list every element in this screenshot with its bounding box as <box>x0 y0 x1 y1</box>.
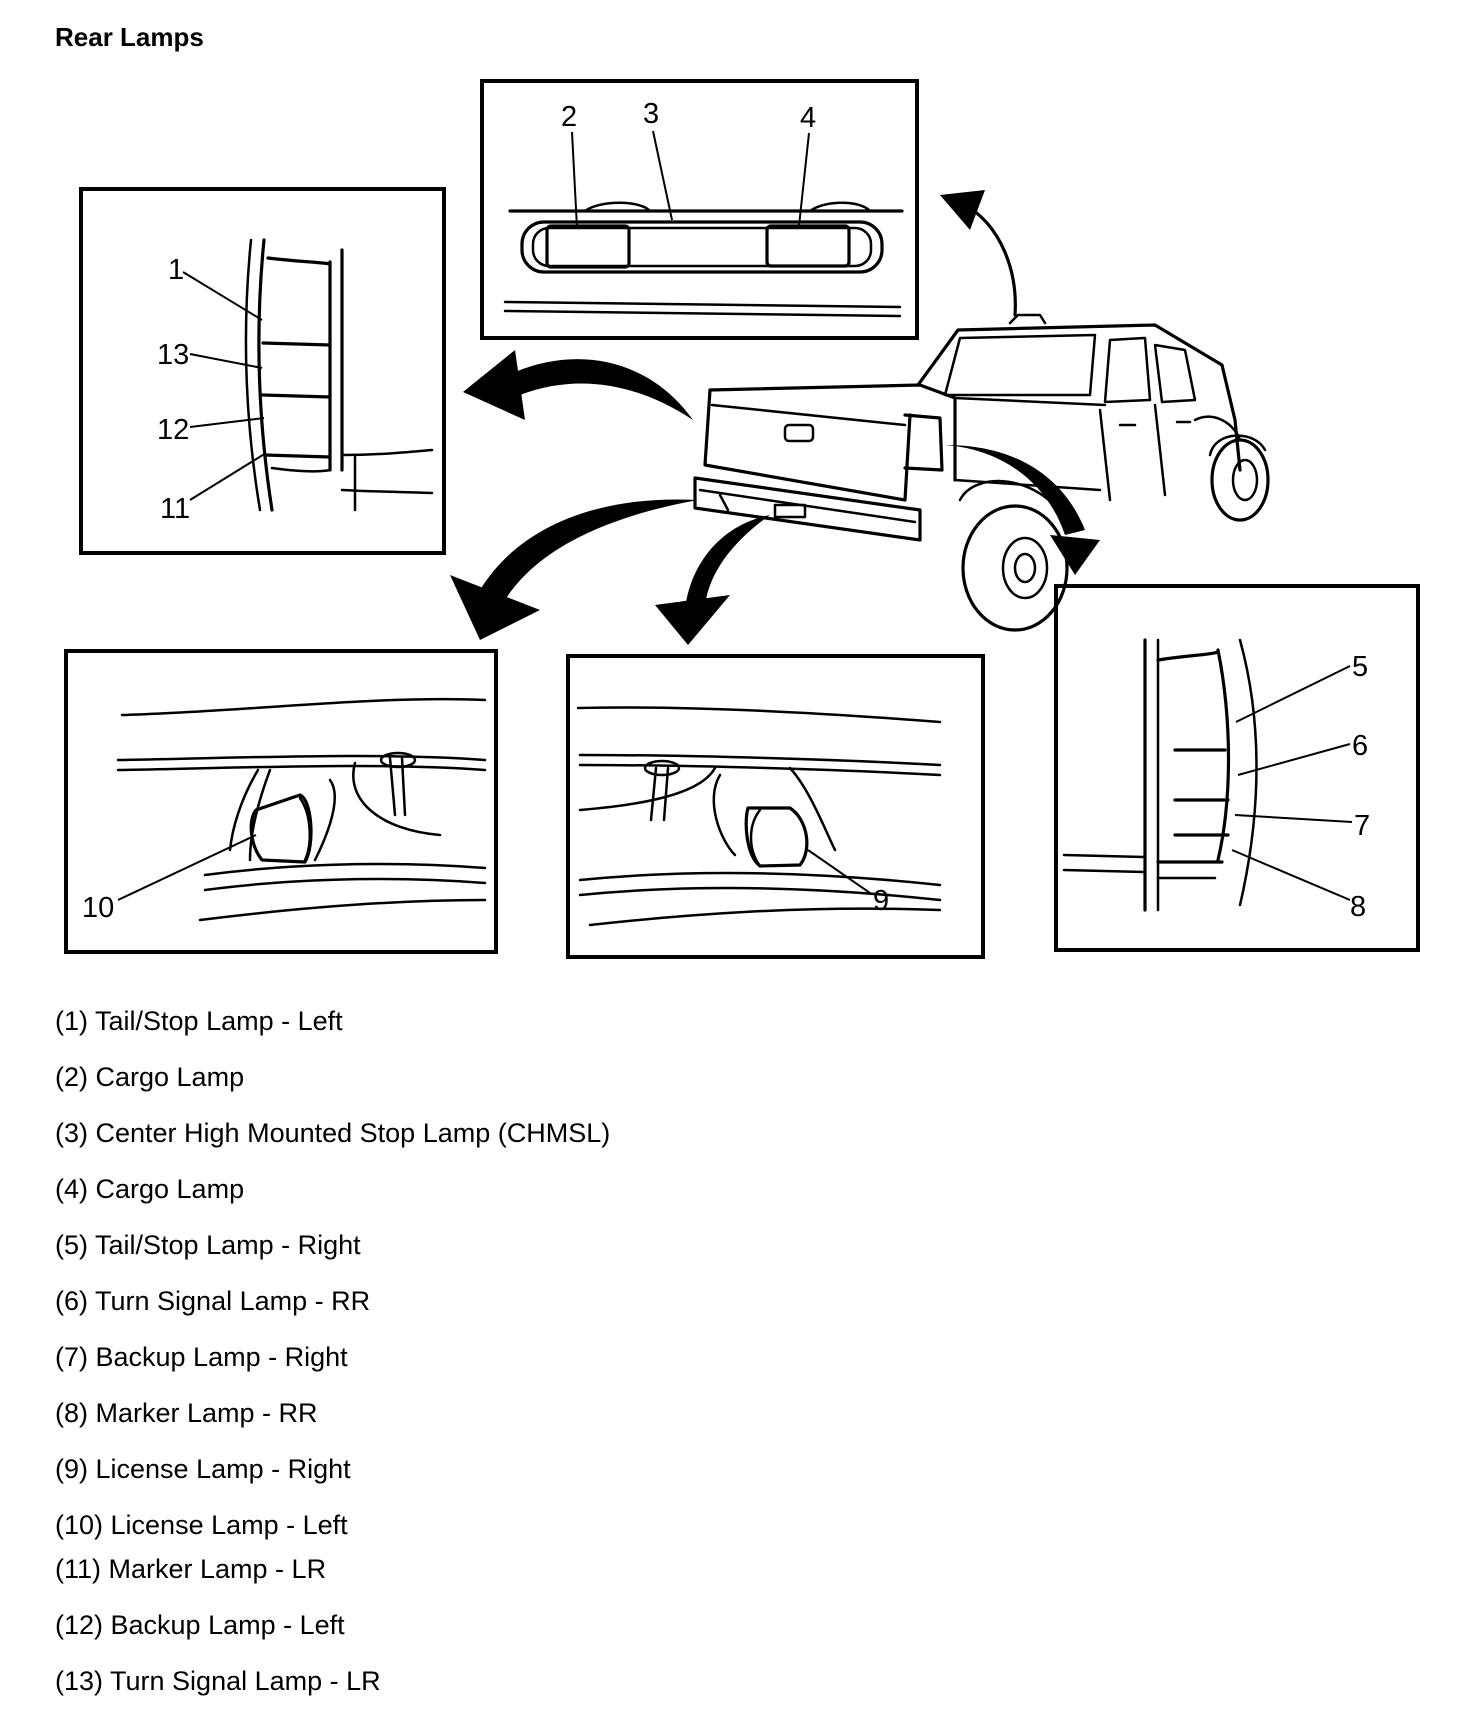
legend-item: (5) Tail/Stop Lamp - Right <box>55 1230 361 1260</box>
legend-item: (13) Turn Signal Lamp - LR <box>55 1666 381 1696</box>
legend-item: (8) Marker Lamp - RR <box>55 1398 318 1428</box>
right-tail-lamp-detail <box>1054 584 1420 952</box>
legend-item: (1) Tail/Stop Lamp - Left <box>55 1006 343 1036</box>
callout-2: 2 <box>561 101 577 133</box>
callout-5: 5 <box>1352 651 1368 683</box>
callout-8: 8 <box>1350 891 1366 923</box>
chmsl-cargo-lamp-detail <box>480 79 919 340</box>
pointer-arrows <box>450 190 1100 645</box>
license-lamp-left-detail <box>64 649 498 954</box>
license-lamp-right-detail <box>566 654 985 959</box>
legend-item: (12) Backup Lamp - Left <box>55 1610 345 1640</box>
callout-numbers: 1 2 3 4 5 6 7 8 9 10 11 12 13 <box>82 98 1370 924</box>
legend-item: (4) Cargo Lamp <box>55 1174 245 1204</box>
legend-item: (9) License Lamp - Right <box>55 1454 351 1484</box>
legend-item: (2) Cargo Lamp <box>55 1062 245 1092</box>
callout-1: 1 <box>168 254 184 286</box>
callout-9: 9 <box>873 885 889 917</box>
callout-7: 7 <box>1354 810 1370 842</box>
callout-11: 11 <box>160 493 190 525</box>
callout-12: 12 <box>157 414 189 446</box>
legend-item: (7) Backup Lamp - Right <box>55 1342 348 1372</box>
page-title: Rear Lamps <box>55 22 204 52</box>
lamp-legend-list: (1) Tail/Stop Lamp - Left (2) Cargo Lamp… <box>55 1006 610 1696</box>
callout-6: 6 <box>1352 730 1368 762</box>
callout-10: 10 <box>82 892 114 924</box>
rear-lamps-diagram: 1 2 3 4 5 6 7 8 9 10 11 12 13 <box>64 79 1420 959</box>
legend-item: (3) Center High Mounted Stop Lamp (CHMSL… <box>55 1118 611 1148</box>
legend-item: (10) License Lamp - Left <box>55 1510 348 1540</box>
legend-item: (11) Marker Lamp - LR <box>55 1554 327 1584</box>
legend-item: (6) Turn Signal Lamp - RR <box>55 1286 371 1316</box>
callout-4: 4 <box>800 102 816 134</box>
pickup-truck-illustration <box>693 313 1270 632</box>
left-tail-lamp-detail <box>79 187 446 555</box>
callout-3: 3 <box>643 98 659 130</box>
callout-leaders <box>117 130 1353 901</box>
callout-13: 13 <box>157 339 189 371</box>
